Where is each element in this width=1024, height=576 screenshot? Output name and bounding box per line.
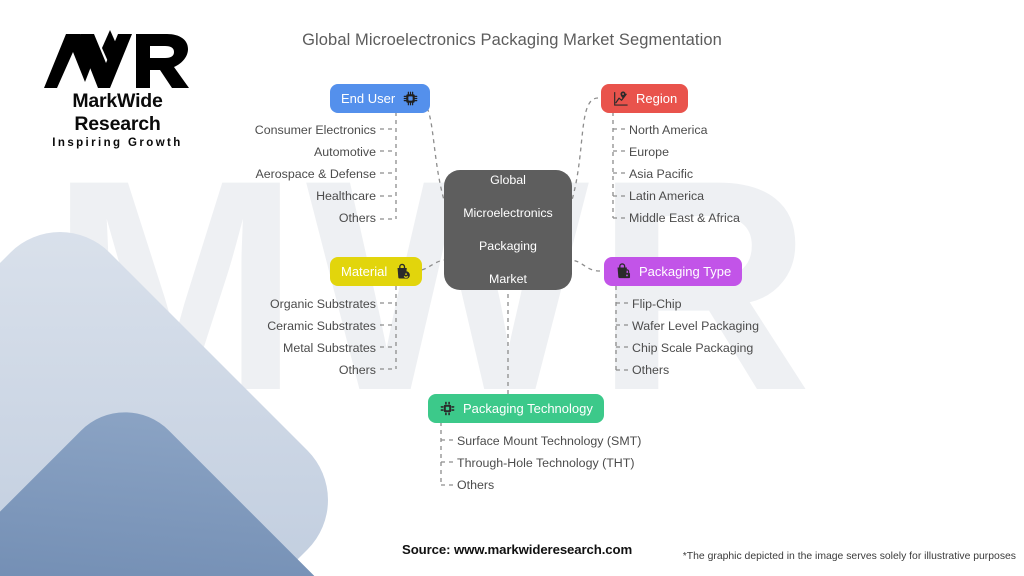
list-item: Organic Substrates (269, 297, 376, 311)
logo-tagline: Inspiring Growth (52, 137, 183, 149)
cpu-icon (439, 400, 456, 417)
leaf-list-packaging-type: Flip-Chip Wafer Level Packaging Chip Sca… (618, 293, 878, 381)
category-label-material: Material (341, 264, 388, 279)
list-item: Ceramic Substrates (267, 319, 376, 333)
list-item: Others (338, 363, 376, 377)
leaf-list-material: Organic Substrates Ceramic Substrates Me… (180, 293, 390, 381)
center-line-1: Global (490, 173, 526, 188)
source-label: Source: www.markwideresearch.com (402, 542, 633, 557)
list-item: Others (457, 478, 495, 492)
list-item: Asia Pacific (629, 167, 694, 181)
category-label-packaging-technology: Packaging Technology (463, 401, 593, 416)
recycle-bag-icon (394, 263, 411, 280)
category-label-region: Region (636, 91, 678, 106)
leaf-list-region: North America Europe Asia Pacific Latin … (615, 119, 875, 229)
category-label-end-user: End User (341, 91, 396, 106)
category-node-end-user[interactable]: End User (330, 84, 431, 113)
center-line-4: Market (489, 272, 527, 287)
list-item: Through-Hole Technology (THT) (457, 456, 635, 470)
category-node-region[interactable]: Region (601, 84, 689, 113)
list-item: Metal Substrates (283, 341, 376, 355)
center-line-3: Packaging (479, 239, 537, 254)
list-item: Latin America (629, 189, 705, 203)
leaf-list-end-user: Consumer Electronics Automotive Aerospac… (180, 119, 390, 229)
page-title: Global Microelectronics Packaging Market… (302, 31, 722, 49)
list-item: North America (629, 123, 708, 137)
list-item: Automotive (314, 145, 376, 159)
mwr-monogram-icon (44, 30, 189, 88)
list-item: Others (632, 363, 670, 377)
brand-logo: MarkWide Research Inspiring Growth (30, 30, 205, 149)
leaf-list-packaging-technology: Surface Mount Technology (SMT) Through-H… (443, 430, 693, 496)
disclaimer-label: *The graphic depicted in the image serve… (682, 551, 1016, 562)
category-label-packaging-type: Packaging Type (639, 264, 732, 279)
list-item: Healthcare (316, 189, 376, 203)
map-pin-chart-icon (612, 90, 629, 107)
list-item: Wafer Level Packaging (632, 319, 759, 333)
list-item: Chip Scale Packaging (632, 341, 754, 355)
list-item: Consumer Electronics (254, 123, 376, 137)
list-item: Middle East & Africa (629, 211, 740, 225)
logo-company-name: MarkWide Research (72, 90, 163, 135)
chip-icon (402, 90, 419, 107)
lock-bag-icon (615, 263, 632, 280)
center-line-2: Microelectronics (463, 206, 553, 221)
list-item: Flip-Chip (632, 297, 682, 311)
list-item: Europe (629, 145, 669, 159)
category-node-packaging-technology[interactable]: Packaging Technology (428, 394, 604, 423)
list-item: Aerospace & Defense (255, 167, 376, 181)
category-node-packaging-type[interactable]: Packaging Type (604, 257, 743, 286)
list-item: Surface Mount Technology (SMT) (457, 434, 642, 448)
list-item: Others (338, 211, 376, 225)
category-node-material[interactable]: Material (330, 257, 423, 286)
